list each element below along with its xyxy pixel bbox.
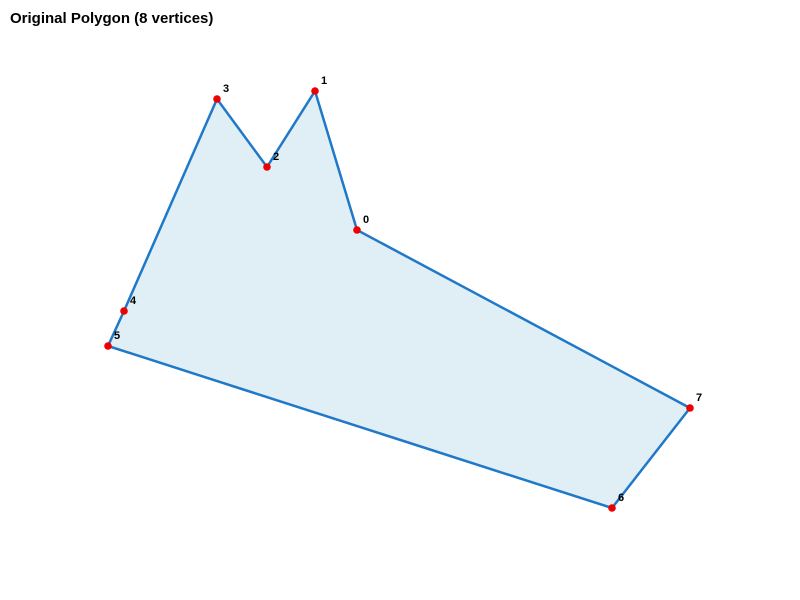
vertex-label: 3: [223, 83, 229, 95]
vertex-7: 7: [686, 392, 702, 412]
vertex-marker: [213, 95, 221, 103]
vertex-marker: [263, 163, 271, 171]
vertex-4: 4: [120, 295, 137, 315]
vertex-2: 2: [263, 151, 279, 171]
vertex-label: 4: [130, 295, 137, 307]
vertex-6: 6: [608, 492, 624, 512]
vertex-label: 2: [273, 151, 279, 163]
page-title: Original Polygon (8 vertices): [10, 10, 214, 27]
vertex-3: 3: [213, 83, 229, 103]
vertex-marker: [686, 404, 694, 412]
vertex-label: 1: [321, 75, 327, 87]
vertex-label: 7: [696, 392, 702, 404]
vertex-label: 6: [618, 492, 624, 504]
vertex-marker: [608, 504, 616, 512]
vertex-label: 5: [114, 330, 120, 342]
vertex-label: 0: [363, 214, 369, 226]
vertex-marker: [104, 342, 112, 350]
polygon-shape: [106, 89, 692, 510]
vertex-marker: [120, 307, 128, 315]
vertex-marker: [353, 226, 361, 234]
vertex-5: 5: [104, 330, 120, 350]
vertex-0: 0: [353, 214, 369, 234]
vertex-1: 1: [311, 75, 327, 95]
vertex-marker: [311, 87, 319, 95]
vertex-layer: 0 1 2 3 4 5 6 7: [104, 75, 702, 512]
